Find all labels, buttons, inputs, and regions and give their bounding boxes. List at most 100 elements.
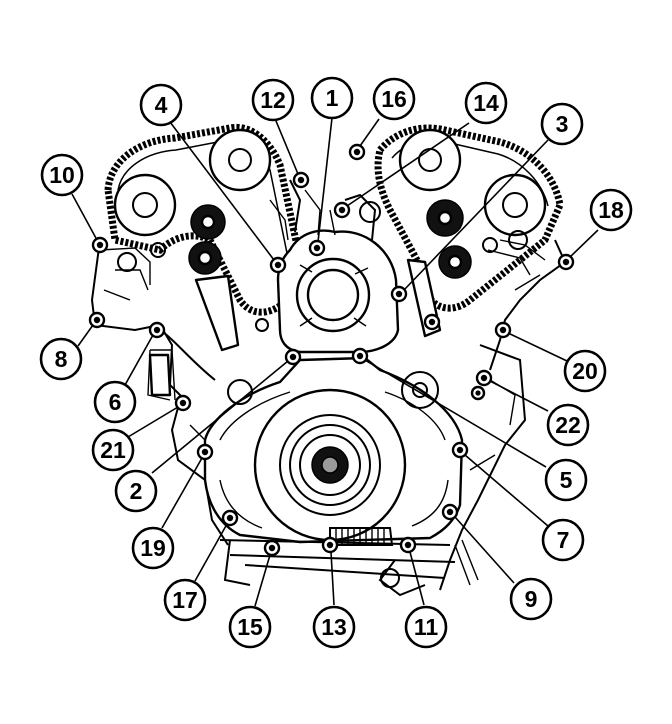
- callout-22: 22: [546, 403, 590, 447]
- right-lower-boss-center: [412, 382, 428, 398]
- right-block-outline: [439, 344, 527, 591]
- leader-18: [569, 229, 599, 258]
- right-intake-cam-sprocket: [398, 128, 462, 192]
- left-block-outline: [170, 399, 229, 546]
- callout-6-label: 6: [109, 389, 122, 415]
- right-tensioner-center: [447, 254, 463, 270]
- bolt-9: [441, 503, 459, 521]
- callout-10-label: 10: [49, 162, 75, 188]
- water-pump-bore: [306, 268, 360, 322]
- callout-15-label: 15: [237, 614, 263, 640]
- bolt-extra-a: [423, 313, 441, 331]
- callout-11: 11: [404, 605, 448, 649]
- leader-17: [194, 523, 228, 582]
- left-exhaust-cam-sprocket: [113, 173, 177, 237]
- left-mid-boss: [255, 318, 269, 332]
- callout-8: 8: [39, 337, 83, 381]
- leader-7: [464, 454, 549, 527]
- callout-7: 7: [541, 518, 585, 562]
- left-chain-guide: [194, 274, 240, 352]
- reluctor-teeth: [335, 528, 385, 545]
- bolt-3: [390, 285, 408, 303]
- leader-8: [77, 324, 94, 347]
- engine-front-illustration: [90, 123, 567, 597]
- left-head-outline: [90, 239, 186, 401]
- left-intake-cam-sprocket: [208, 128, 272, 192]
- callout-19-label: 19: [140, 535, 166, 561]
- bolt-extra-b: [470, 385, 486, 401]
- right-timing-chain: [374, 124, 564, 312]
- callout-21: 21: [91, 428, 135, 472]
- callout-8-label: 8: [55, 346, 68, 372]
- callout-4-label: 4: [155, 92, 168, 118]
- callout-2: 2: [114, 469, 158, 513]
- callout-2-label: 2: [130, 478, 143, 504]
- leader-15: [254, 554, 271, 607]
- callout-17-label: 17: [172, 587, 198, 613]
- bolt-6: [148, 321, 166, 339]
- leader-9: [454, 516, 515, 584]
- callout-20: 20: [563, 349, 607, 393]
- callout-14-label: 14: [473, 90, 499, 116]
- callout-19: 19: [131, 526, 175, 570]
- callout-15: 15: [228, 605, 272, 649]
- upper-center-boss: [359, 201, 381, 223]
- bolt-12: [292, 171, 310, 189]
- bolt-15: [263, 539, 281, 557]
- callout-13: 13: [312, 605, 356, 649]
- bolt-11: [399, 536, 417, 554]
- callout-3: 3: [540, 102, 584, 146]
- leader-12: [275, 120, 299, 175]
- bolt-8: [88, 311, 106, 329]
- leader-1: [317, 117, 333, 243]
- left-idler-center: [200, 214, 216, 230]
- bolt-22: [475, 369, 493, 387]
- callout-1: 1: [310, 76, 354, 120]
- bolt-2: [284, 348, 302, 366]
- leader-16: [359, 118, 380, 147]
- upper-center-lines: [269, 189, 336, 241]
- leader-11: [409, 551, 425, 606]
- left-tensioner-center: [197, 250, 213, 266]
- callout-9: 9: [509, 577, 553, 621]
- right-small-boss: [508, 230, 528, 250]
- leader-13: [330, 551, 335, 606]
- callout-20-label: 20: [572, 358, 598, 384]
- right-block-lines: [454, 379, 516, 586]
- right-exhaust-cam-hub: [502, 192, 528, 218]
- left-small-boss-2: [150, 242, 166, 258]
- callout-12-label: 12: [260, 87, 286, 113]
- bolt-14: [333, 201, 351, 219]
- leader-10: [71, 193, 98, 241]
- crank-balancer-bolt: [321, 456, 339, 474]
- left-bracket-lines: [99, 247, 151, 301]
- bolt-markers: [88, 143, 575, 557]
- bolt-10: [91, 236, 109, 254]
- right-exhaust-cam-sprocket: [483, 173, 547, 237]
- callout-10: 10: [40, 153, 84, 197]
- bolt-13: [321, 536, 339, 554]
- lower-cover-inner: [219, 391, 449, 529]
- bolt-19: [196, 443, 214, 461]
- callout-1-label: 1: [326, 85, 339, 111]
- right-idler-center: [437, 210, 453, 226]
- leader-22: [489, 380, 549, 412]
- callout-11-label: 11: [414, 614, 439, 640]
- left-small-boss: [117, 252, 137, 272]
- right-small-boss-2: [482, 237, 498, 253]
- bolt-21: [174, 394, 192, 412]
- callout-9-label: 9: [525, 586, 538, 612]
- leader-5: [364, 359, 547, 468]
- left-exhaust-cam-hub: [132, 192, 158, 218]
- callout-21-label: 21: [100, 437, 126, 463]
- bolt-17: [221, 509, 239, 527]
- callout-labels: 1 2 3 4 5 6 7 8 9 10 11 12 13 14 15 16 1…: [39, 76, 633, 649]
- leader-2: [151, 360, 289, 474]
- callout-16-label: 16: [381, 86, 407, 112]
- callout-3-label: 3: [556, 111, 569, 137]
- bolt-4: [269, 256, 287, 274]
- bolt-1: [308, 239, 326, 257]
- leader-21: [127, 406, 179, 438]
- callout-22-label: 22: [555, 412, 581, 438]
